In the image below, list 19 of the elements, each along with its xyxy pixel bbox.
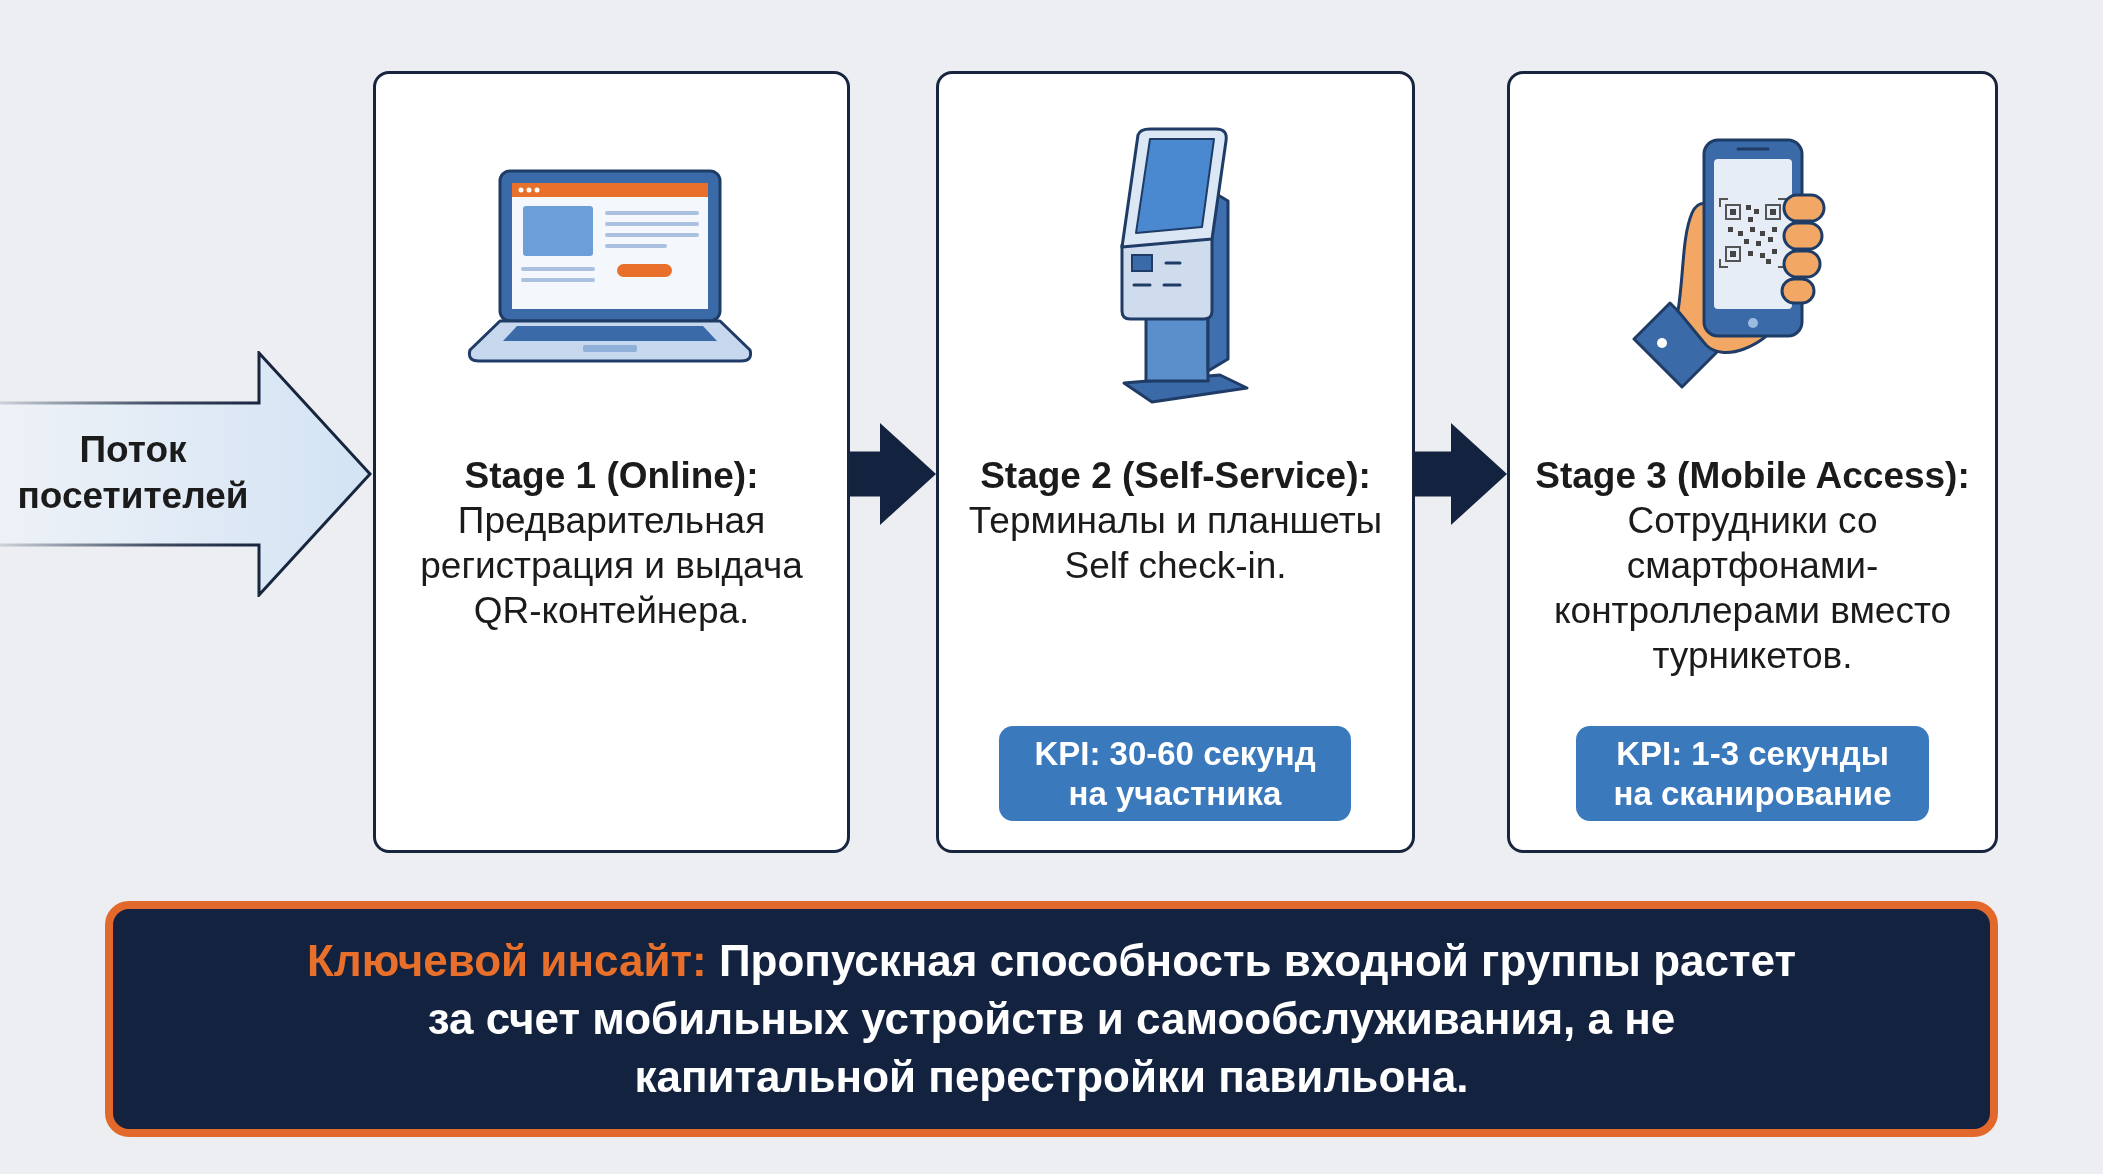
stage-title: Stage 3 (Mobile Access): bbox=[1534, 454, 1971, 498]
flow-arrow bbox=[850, 423, 936, 525]
stage-description: Сотрудники со смартфонами-контроллерами вместо турникетов. bbox=[1552, 499, 1953, 678]
flow-label: Поток посетителей bbox=[16, 427, 250, 518]
kpi-text: KPI: 30-60 секунд на участника bbox=[1033, 733, 1317, 814]
flow-arrow bbox=[1415, 423, 1507, 525]
stage-title: Stage 2 (Self-Service): bbox=[979, 454, 1372, 498]
kpi-badge bbox=[999, 726, 1351, 821]
insight-text: Ключевой инсайт: Пропускная способность входной группы растет за счет мобильных устройств и самообслуживания, а не капитальной перестройки павильона. bbox=[306, 935, 1797, 1103]
stage-description: Предварительная регистрация и выдача QR-контейнера. bbox=[419, 499, 804, 633]
stage-title: Stage 1 (Online): bbox=[463, 454, 760, 498]
stage-card bbox=[936, 71, 1415, 853]
kpi-text: KPI: 1-3 секунды на сканирование bbox=[1612, 733, 1893, 814]
kpi-badge bbox=[1576, 726, 1929, 821]
stage-description: Терминалы и планшеты Self check-in. bbox=[967, 499, 1384, 588]
block-arrow bbox=[0, 351, 372, 597]
stage-card bbox=[1507, 71, 1998, 853]
stage-card bbox=[373, 71, 850, 853]
insight-panel bbox=[105, 901, 1998, 1137]
